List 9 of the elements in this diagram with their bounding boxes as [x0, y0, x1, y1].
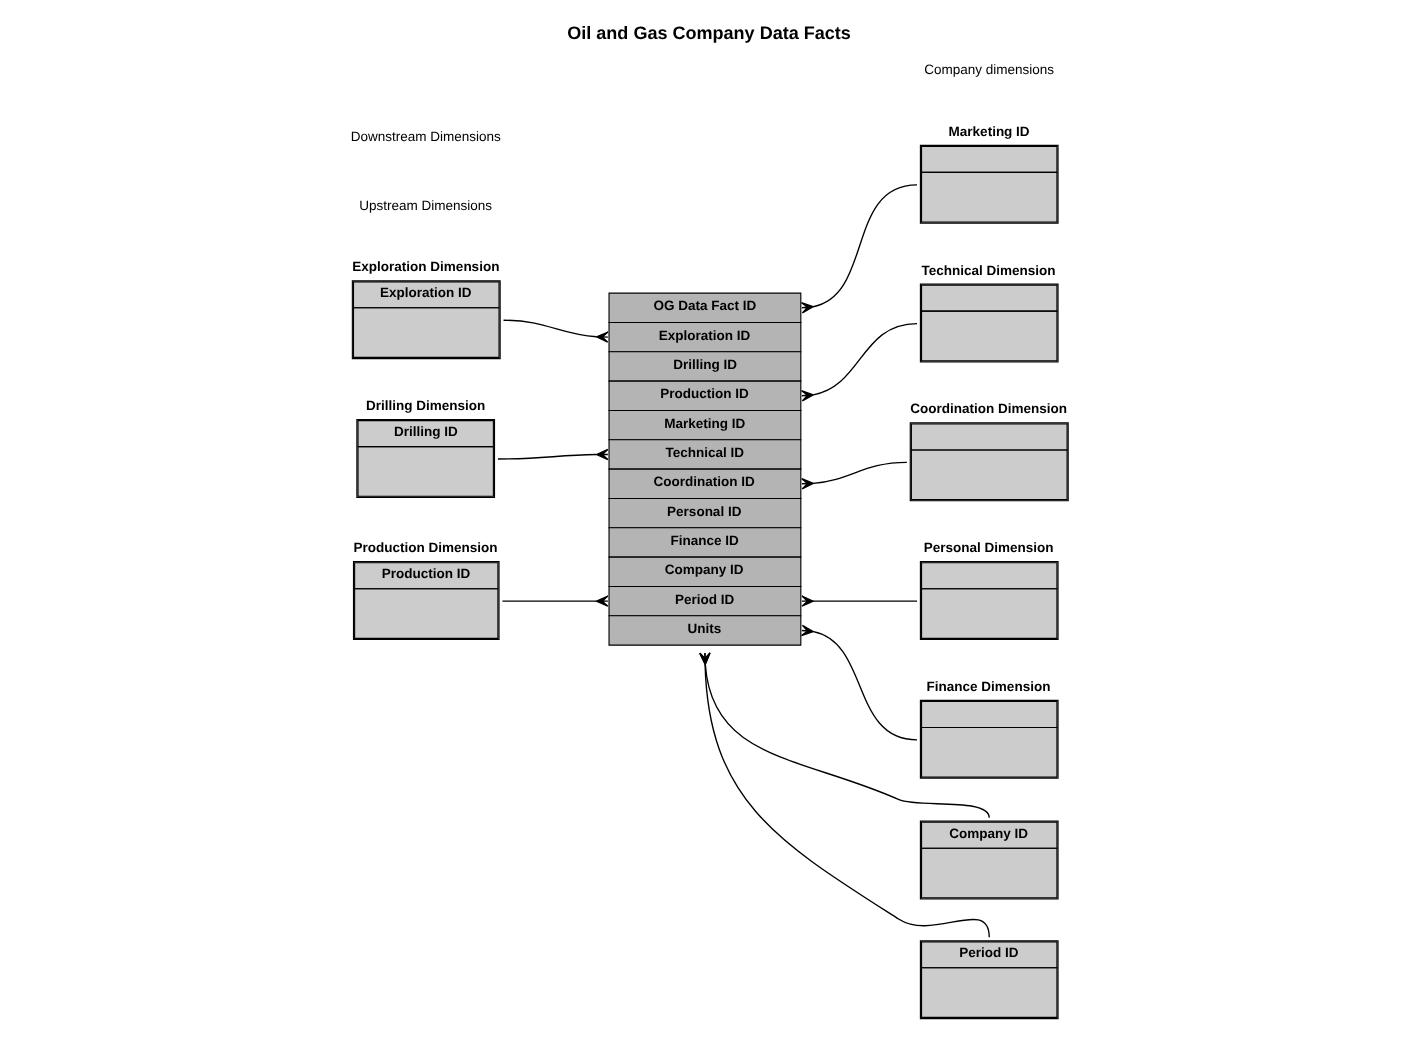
connector: [501, 595, 609, 607]
connector: [497, 448, 609, 461]
connector: [800, 624, 918, 741]
connector: [800, 184, 918, 314]
diagram-title: Oil and Gas Company Data Facts: [567, 23, 851, 44]
connector: [801, 595, 918, 607]
connector: [502, 319, 609, 343]
connector: [800, 322, 918, 402]
connector: [699, 652, 990, 819]
